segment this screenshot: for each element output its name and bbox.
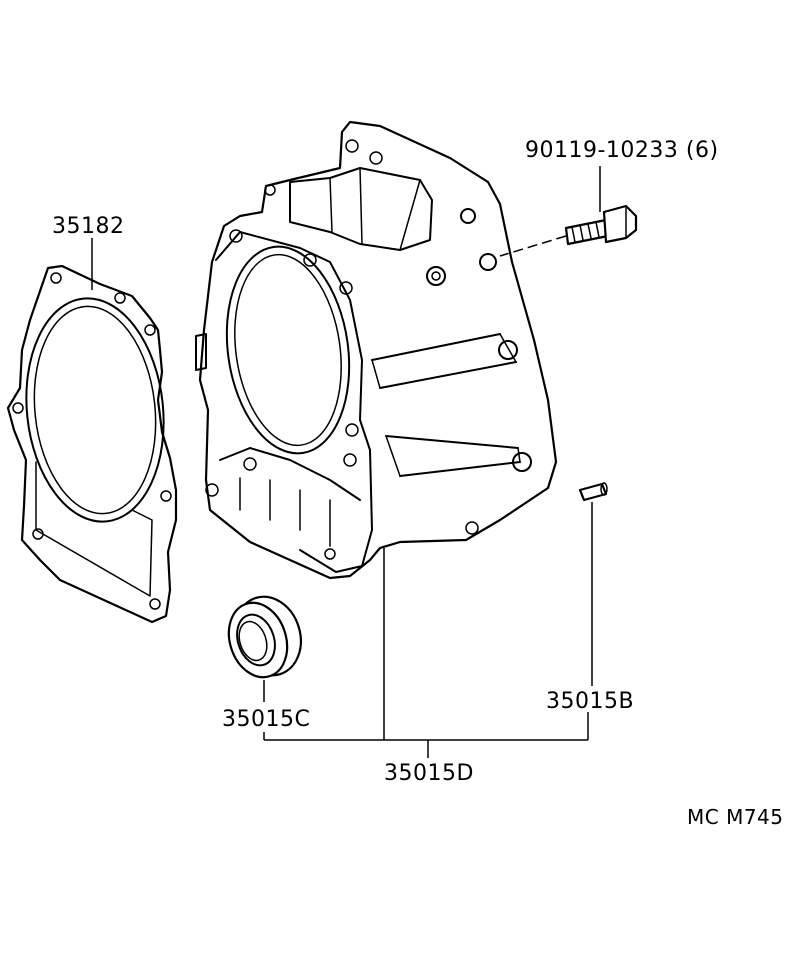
label-bolt: 90119-10233 (6) — [525, 138, 719, 163]
label-gasket: 35182 — [52, 214, 125, 239]
leader-lines — [91, 166, 601, 758]
flange-bolt — [499, 204, 638, 257]
transmission-housing — [195, 120, 558, 580]
label-ref-code: MC M745 — [687, 805, 784, 829]
gasket-35182 — [6, 264, 178, 624]
label-assembly: 35015D — [384, 761, 474, 786]
oil-seal — [227, 595, 302, 679]
label-pin: 35015B — [546, 689, 634, 714]
dowel-pin — [578, 482, 608, 502]
label-oil-seal: 35015C — [222, 707, 310, 732]
